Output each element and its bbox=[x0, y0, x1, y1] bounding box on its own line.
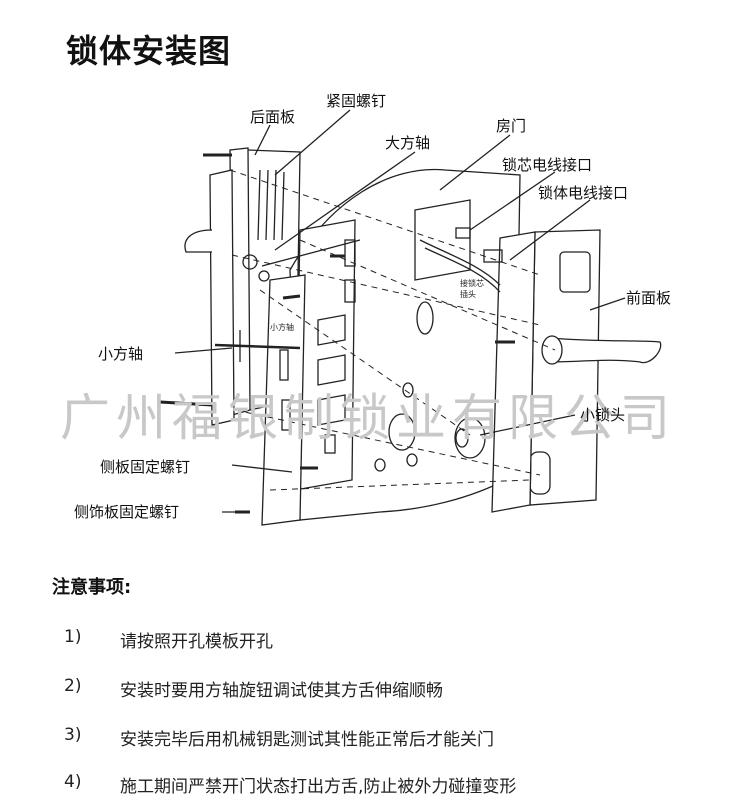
label-connector-note-1: 接锁芯 bbox=[460, 278, 484, 288]
small-lock-head-part bbox=[454, 417, 486, 459]
door-hole bbox=[416, 301, 434, 335]
note-text: 请按照开孔模板开孔 bbox=[120, 632, 273, 652]
screw bbox=[159, 400, 213, 407]
label-connector-note-2: 插头 bbox=[460, 289, 476, 299]
label-tightening-screw: 紧固螺钉 bbox=[326, 92, 386, 110]
leader bbox=[589, 297, 626, 311]
leader bbox=[231, 464, 293, 473]
leader bbox=[274, 109, 351, 176]
label-front-panel: 前面板 bbox=[626, 289, 671, 307]
leader bbox=[439, 134, 511, 191]
note-text: 安装完毕后用机械钥匙测试其性能正常后才能关门 bbox=[120, 730, 494, 750]
label-body-wire-connector: 锁体电线接口 bbox=[538, 184, 628, 202]
label-rear-panel: 后面板 bbox=[250, 108, 295, 126]
note-number: 3) bbox=[64, 725, 82, 745]
screw bbox=[282, 294, 301, 300]
label-side-plate-screw: 侧板固定螺钉 bbox=[100, 458, 190, 476]
note-number: 4) bbox=[64, 772, 82, 792]
small-square-shaft-part bbox=[214, 343, 301, 350]
label-small-square-shaft: 小方轴 bbox=[98, 345, 143, 363]
label-small-square-shaft-inner: 小方轴 bbox=[270, 322, 294, 332]
note-text: 施工期间严禁开门状态打出方舌,防止被外力碰撞变形 bbox=[120, 777, 517, 797]
label-core-wire-connector: 锁芯电线接口 bbox=[502, 156, 592, 174]
watermark: 广州福银制锁业有限公司 bbox=[60, 389, 676, 447]
door-hole bbox=[406, 453, 418, 467]
leader bbox=[274, 151, 416, 251]
leader bbox=[254, 124, 271, 156]
door-hole bbox=[388, 413, 416, 451]
note-number: 1) bbox=[64, 627, 82, 647]
note-text: 安装时要用方轴旋钮调试使其方舌伸缩顺畅 bbox=[120, 681, 443, 701]
notes-heading: 注意事项: bbox=[52, 577, 132, 598]
lock-installation-diagram: 广州福银制锁业有限公司 后面板 紧固螺钉 大方轴 房门 锁芯电线接口 锁体电线接… bbox=[60, 92, 676, 526]
label-small-lock-head: 小锁头 bbox=[580, 406, 625, 424]
leader bbox=[469, 171, 556, 231]
leader bbox=[509, 199, 591, 261]
label-room-door: 房门 bbox=[496, 117, 526, 135]
leader bbox=[174, 347, 233, 354]
label-big-square-shaft: 大方轴 bbox=[385, 134, 430, 152]
door-hole bbox=[402, 382, 414, 398]
leader bbox=[479, 414, 576, 436]
wire bbox=[419, 239, 501, 286]
rear-handle bbox=[184, 229, 213, 253]
door-hole bbox=[374, 458, 386, 472]
note-number: 2) bbox=[64, 676, 82, 696]
label-side-trim-screw: 侧饰板固定螺钉 bbox=[74, 503, 179, 521]
page-title: 锁体安装图 bbox=[66, 32, 232, 70]
front-handle bbox=[547, 337, 662, 364]
